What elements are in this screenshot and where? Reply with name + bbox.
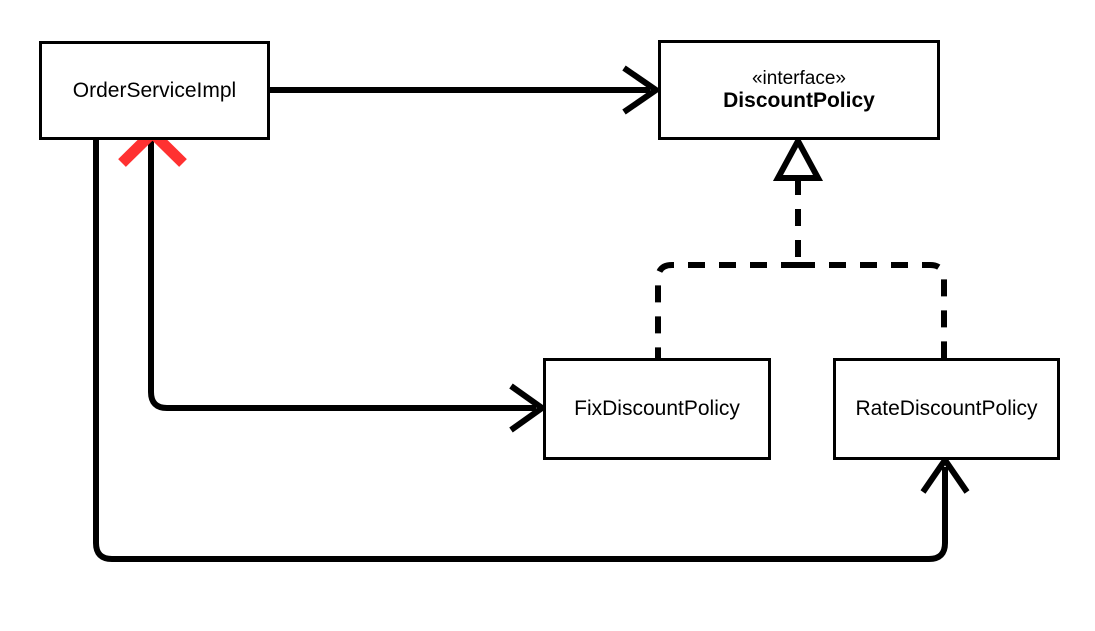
edge-line-fix-branch bbox=[655, 262, 798, 358]
edge-line bbox=[148, 140, 536, 411]
class-name-label: FixDiscountPolicy bbox=[574, 397, 740, 421]
open-arrowhead-icon bbox=[920, 454, 970, 494]
edge-dependency-order-to-rate-discount-policy bbox=[93, 140, 970, 562]
open-arrowhead-icon bbox=[622, 65, 662, 115]
edge-line-rate-branch bbox=[798, 262, 947, 358]
uml-class-rate-discount-policy[interactable]: RateDiscountPolicy bbox=[833, 358, 1060, 460]
edge-line bbox=[93, 140, 948, 562]
open-arrowhead-icon bbox=[509, 383, 548, 433]
class-name-label: OrderServiceImpl bbox=[72, 78, 237, 102]
edge-realization-tree bbox=[655, 134, 947, 358]
class-name-label: DiscountPolicy bbox=[723, 88, 875, 112]
stereotype-label: «interface» bbox=[751, 67, 846, 89]
hollow-triangle-arrowhead-icon bbox=[772, 134, 824, 181]
uml-class-fix-discount-policy[interactable]: FixDiscountPolicy bbox=[543, 358, 771, 460]
uml-interface-discount-policy[interactable]: «interface» DiscountPolicy bbox=[658, 40, 940, 140]
class-name-label: RateDiscountPolicy bbox=[855, 397, 1038, 421]
uml-class-order-service-impl[interactable]: OrderServiceImpl bbox=[39, 41, 270, 140]
edge-dependency-order-to-discount-policy bbox=[269, 65, 662, 115]
edge-dependency-order-to-fix-discount-policy bbox=[148, 140, 548, 433]
